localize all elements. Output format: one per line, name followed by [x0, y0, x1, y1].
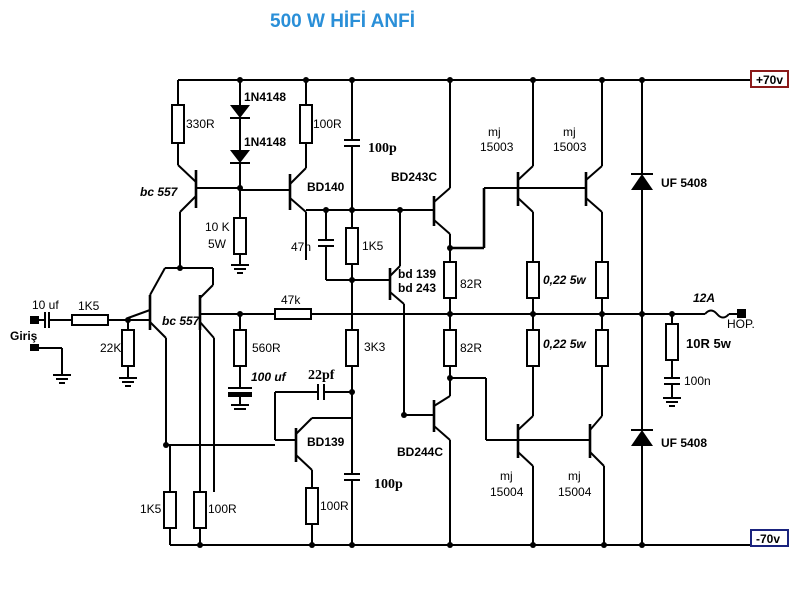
positive-rail: +70v [178, 70, 789, 88]
label-22k: 22K [100, 341, 121, 355]
positive-rail-label: +70v [756, 73, 783, 87]
label-1k5-mid: 1K5 [362, 239, 384, 253]
resistor-330r: 330R [171, 80, 215, 165]
resistor-82r-bot: 82R [443, 329, 482, 396]
label-10k-a: 10 K [205, 220, 230, 234]
label-fuse: 12A [693, 291, 715, 305]
label-1k5-bot: 1K5 [140, 502, 162, 516]
transistor-mj15003-1: mj 15003 [480, 80, 534, 262]
label-022-bot: 0,22 5w [543, 337, 586, 351]
label-uf-top: UF 5408 [661, 176, 707, 190]
input-ground-jack [30, 344, 39, 351]
transistor-bd139: BD139 100R [163, 417, 352, 545]
label-mj-bot-2b: 15004 [558, 485, 592, 499]
label-10k-b: 5W [208, 237, 227, 251]
junction-dots [237, 77, 645, 548]
label-3k3: 3K3 [364, 340, 386, 354]
label-diode-1: 1N4148 [244, 90, 286, 104]
label-bd244c: BD244C [397, 445, 443, 459]
label-mj-top-2b: 15003 [553, 140, 587, 154]
label-bd140: BD140 [307, 180, 345, 194]
uf5408-diodes: UF 5408 UF 5408 [631, 80, 707, 545]
label-bd243-vbe: bd 243 [398, 281, 436, 295]
label-330r: 330R [186, 117, 215, 131]
negative-rail-label: -70v [756, 532, 780, 546]
label-022-top: 0,22 5w [543, 273, 586, 287]
output-stage: 12A HOP. [642, 291, 755, 331]
capacitor-22pf: 22pf [274, 368, 352, 440]
resistor-10k: 10 K 5W [205, 217, 249, 274]
label-10uf: 10 uf [32, 298, 59, 312]
label-100r-top: 100R [313, 117, 342, 131]
input-stage: 10 uf 1K5 22K Giriş [10, 298, 150, 387]
transistor-mj15004-1: mj 15004 [486, 415, 534, 545]
transistor-mj15004-2: mj 15004 [558, 415, 605, 545]
label-100uf: 100 uf [251, 370, 287, 384]
label-bd243c: BD243C [391, 170, 437, 184]
label-100r-bot2: 100R [320, 499, 349, 513]
label-mj-top-2a: mj [563, 125, 576, 139]
resistor-100r-top: 100R [299, 80, 342, 168]
label-100p-bot: 100p [374, 477, 403, 492]
label-560r: 560R [252, 341, 281, 355]
transistor-bd243c: BD243C [391, 80, 453, 262]
label-100p-top: 100p [368, 141, 397, 156]
label-input: Giriş [10, 329, 38, 343]
emitter-resistors-top: 0,22 5w [526, 261, 609, 330]
diagram-title: 500 W HİFİ ANFİ [270, 11, 415, 32]
label-47n: 47n [291, 240, 311, 254]
label-mj-bot-1b: 15004 [490, 485, 524, 499]
transistor-mj15003-2: mj 15003 [553, 80, 603, 262]
label-100n: 100n [684, 374, 711, 388]
input-jack[interactable] [30, 316, 39, 324]
transistor-bd244c: BD244C [397, 395, 451, 545]
label-47k: 47k [281, 293, 301, 307]
label-82r-top: 82R [460, 277, 482, 291]
label-1k5-in: 1K5 [78, 299, 100, 313]
transistor-bc557-top: bc 557 [140, 164, 240, 268]
label-bd139-vbe: bd 139 [398, 267, 436, 281]
label-22pf: 22pf [308, 368, 335, 383]
fuse-icon [704, 309, 730, 319]
emitter-resistors-bottom: 0,22 5w [526, 329, 609, 416]
label-bc557-pair: bc 557 [162, 314, 201, 328]
bottom-left-resistors: 1K5 100R [140, 330, 237, 548]
diode-string: 1N4148 1N4148 [230, 80, 286, 218]
label-output: HOP. [727, 317, 755, 331]
label-bd139: BD139 [307, 435, 345, 449]
label-mj-bot-1a: mj [500, 469, 513, 483]
capacitor-100p-top: 100p [344, 80, 397, 210]
negative-rail: -70v [169, 445, 789, 547]
vbe-multiplier: 47n 1K5 bd 139 bd 243 3K3 [291, 207, 436, 415]
transistor-bd140: BD140 [240, 167, 345, 260]
output-jack[interactable] [737, 309, 746, 318]
label-mj-top-1a: mj [488, 125, 501, 139]
label-bc557-top: bc 557 [140, 185, 179, 199]
feedback-network: 47k 560R 100 uf [228, 293, 670, 410]
zobel-network: 10R 5w 100n [663, 311, 732, 407]
negative-rail-box [750, 529, 789, 547]
label-uf-bot: UF 5408 [661, 436, 707, 450]
label-10r-5w: 10R 5w [686, 336, 732, 351]
label-diode-2: 1N4148 [244, 135, 286, 149]
capacitor-100p-bottom: 100p [344, 415, 403, 545]
transistor-pair-bc557: bc 557 [127, 265, 240, 445]
label-mj-bot-2a: mj [568, 469, 581, 483]
resistor-82r-top: 82R [443, 261, 482, 330]
positive-rail-box [750, 70, 789, 88]
label-mj-top-1b: 15003 [480, 140, 514, 154]
label-100r-bot1: 100R [208, 502, 237, 516]
label-82r-bot: 82R [460, 341, 482, 355]
